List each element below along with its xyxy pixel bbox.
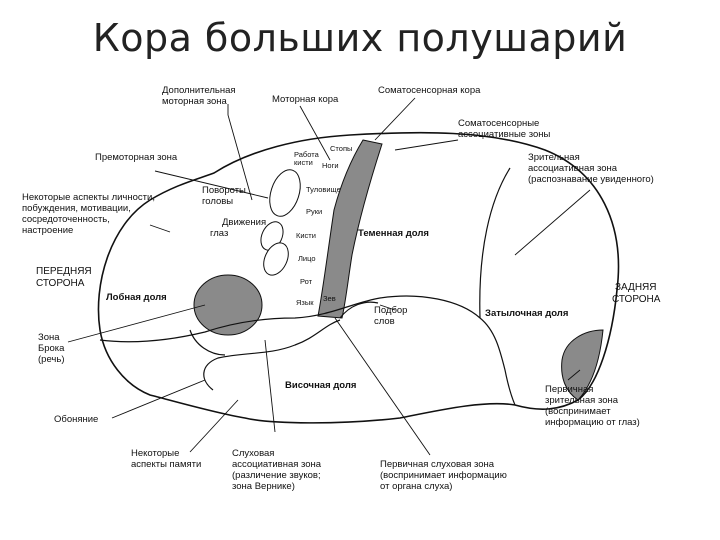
label-auditory-assoc: Слуховая ассоциативная зона (различение …: [232, 448, 324, 492]
leader-somatosensory: [374, 97, 416, 141]
lateral-sulcus: [99, 295, 516, 406]
slide-title: Кора больших полушарий: [92, 16, 628, 60]
lobe-occipital: Затылочная доля: [485, 308, 568, 319]
label-motor-cortex: Моторная кора: [272, 94, 339, 105]
leader-personality: [149, 224, 171, 233]
leader-premotor: [154, 170, 269, 199]
label-back-side: ЗАДНЯЯ СТОРОНА: [612, 282, 661, 305]
label-primary-auditory: Первичная слуховая зона (воспринимает ин…: [380, 459, 509, 492]
label-visual-assoc: Зрительная ассоциативная зона (распознав…: [528, 152, 654, 185]
word-selection-area: [339, 301, 379, 319]
temporal-lobe-edge: [203, 319, 341, 391]
body-tongue: Язык: [296, 298, 314, 307]
label-primary-visual: Первичная зрительная зона (воспринимает …: [545, 384, 640, 428]
leader-auditory-assoc: [264, 339, 276, 433]
leader-primary-visual: [567, 369, 581, 381]
label-smell: Обоняние: [54, 414, 98, 425]
leader-memory: [189, 399, 239, 453]
body-trunk: Туловище: [306, 185, 341, 194]
body-face: Лицо: [298, 254, 316, 263]
frontal-lower-border: [189, 329, 226, 356]
label-eye-movement: Движения глаз: [210, 217, 269, 239]
body-feet: Стопы: [330, 144, 352, 153]
leader-word-selection: [379, 304, 396, 311]
leader-visual-assoc: [514, 189, 591, 256]
leader-somatosensory-assoc: [394, 139, 459, 151]
body-mouth: Рот: [300, 277, 313, 286]
body-fingers: Кисти: [296, 231, 316, 240]
label-broca: Зона Брока (речь): [38, 332, 67, 365]
motor-strip: [317, 139, 383, 319]
head-turn-oval: [269, 169, 301, 217]
broca-area: [193, 274, 263, 336]
label-personality: Некоторые аспекты личности, побуждения, …: [22, 192, 158, 236]
label-memory: Некоторые аспекты памяти: [131, 448, 201, 470]
label-front-side: ПЕРЕДНЯЯ СТОРОНА: [36, 266, 94, 289]
body-hands: Руки: [306, 207, 322, 216]
body-legs: Ноги: [322, 161, 339, 170]
label-head-turn: Повороты головы: [202, 185, 249, 207]
leader-primary-auditory: [334, 317, 431, 456]
leader-broca: [67, 304, 206, 343]
body-throat: Зев: [323, 294, 336, 303]
hemisphere-outline: [97, 131, 620, 424]
lobe-parietal: Теменная доля: [358, 228, 429, 239]
label-supplementary-motor: Дополнительная моторная зона: [162, 85, 238, 107]
label-word-selection: Подбор слов: [374, 305, 410, 327]
leader-smell: [111, 379, 206, 419]
label-somatosensory-cortex: Соматосенсорная кора: [378, 85, 481, 96]
label-premotor-zone: Премоторная зона: [95, 152, 178, 163]
lobe-temporal: Височная доля: [285, 380, 356, 391]
label-somatosensory-assoc: Соматосенсорные ассоциативные зоны: [458, 118, 550, 140]
eye-oval-2: [263, 242, 289, 276]
parieto-occipital-border: [479, 167, 511, 319]
lobe-frontal: Лобная доля: [106, 292, 167, 303]
leader-motor: [299, 105, 331, 161]
body-work-hands: Работа кисти: [294, 150, 321, 167]
leader-supplementary: [227, 104, 253, 201]
primary-visual-area: [561, 329, 604, 401]
